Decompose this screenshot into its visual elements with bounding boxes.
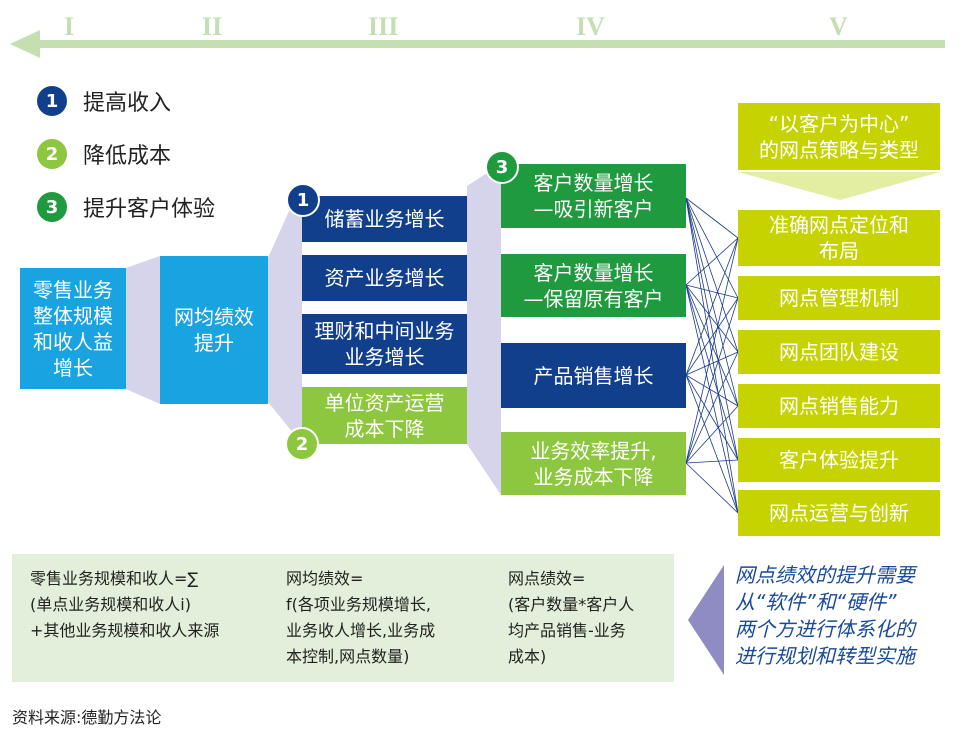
- sales-ability-box: 网点销售能力: [738, 384, 940, 428]
- legend-item-income: 1 提高收入: [37, 85, 171, 117]
- experience-box: 客户体验提升: [738, 438, 940, 482]
- retain-customers-box: 客户数量增长 —保留原有客户: [501, 254, 686, 317]
- legend-item-cost: 2 降低成本: [37, 138, 171, 170]
- savings-growth-box: 储蓄业务增长: [302, 196, 467, 242]
- branch-performance-formula: 网点绩效= (客户数量*客户人 均产品销售-业务 成本): [508, 569, 635, 666]
- team-building-box: 网点团队建设: [738, 330, 940, 374]
- funnel-connectors: [126, 164, 940, 514]
- badge-2-icon: 2: [285, 427, 319, 461]
- customer-centric-header: “以客户为中心” 的网点策略与类型: [738, 103, 940, 170]
- operation-innovation-box: 网点运营与创新: [738, 490, 940, 536]
- asset-growth-box: 资产业务增长: [302, 255, 467, 301]
- formula-panel: [12, 554, 674, 682]
- badge-3-icon: 3: [485, 150, 519, 184]
- attract-new-customers-box: 客户数量增长 —吸引新客户: [501, 164, 686, 228]
- timeline-arrow: [10, 30, 945, 58]
- source-note: 资料来源:德勤方法论: [12, 708, 162, 727]
- avg-performance-box: 网均绩效 提升: [160, 256, 268, 404]
- positioning-box: 准确网点定位和 布局: [738, 210, 940, 266]
- efficiency-box: 业务效率提升, 业务成本下降: [501, 432, 686, 495]
- legend-label: 提升客户体验: [83, 197, 216, 222]
- retail-formula: 零售业务规模和收人=∑ (单点业务规模和收人i) +其他业务规模和收人来源: [30, 569, 220, 640]
- legend-item-experience: 3 提升客户体验: [37, 191, 215, 223]
- badge-1-icon: 1: [286, 183, 320, 217]
- legend-label: 降低成本: [83, 144, 172, 169]
- transformation-note: 网点绩效的提升需要 从“软件”和“硬件” 两个方进行体系化的 进行规划和转型实施: [735, 563, 915, 668]
- product-sales-box: 产品销售增长: [501, 343, 686, 408]
- badge-2-icon: 2: [37, 139, 67, 169]
- stage-label-4: IV: [576, 12, 605, 41]
- note-arrow-icon: [688, 565, 724, 675]
- legend-label: 提高收入: [83, 91, 172, 116]
- stage-label-2: II: [202, 12, 223, 41]
- badge-1-icon: 1: [37, 86, 67, 116]
- avg-performance-formula: 网均绩效= f(各项业务规模增长, 业务收人增长,业务成 本控制,网点数量): [286, 569, 436, 666]
- retail-scale-box: 零售业务 整体规模 和收人益 增长: [20, 268, 126, 389]
- stage-label-5: V: [829, 12, 848, 41]
- badge-3-icon: 3: [37, 192, 67, 222]
- management-box: 网点管理机制: [738, 276, 940, 320]
- stage-label-1: I: [64, 12, 75, 41]
- stage-label-3: III: [368, 12, 399, 41]
- unit-asset-cost-box: 单位资产运营 成本下降: [302, 387, 467, 444]
- wealth-intermediary-box: 理财和中间业务 业务增长: [302, 314, 467, 374]
